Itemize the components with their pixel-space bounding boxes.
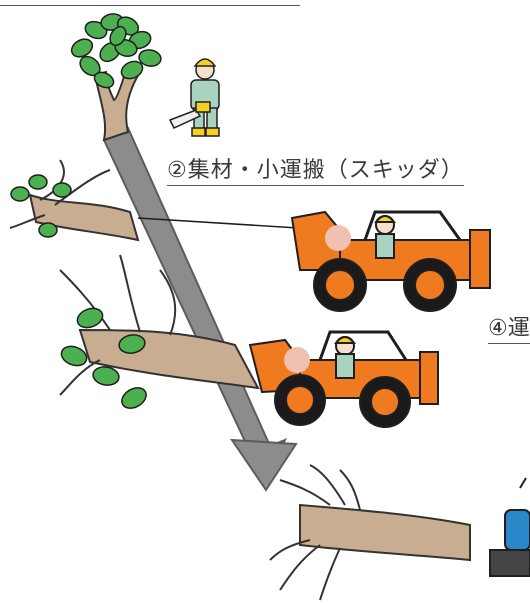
top-label-partial xyxy=(0,0,300,6)
worker-with-chainsaw-icon xyxy=(168,58,220,137)
process-arrow-icon xyxy=(102,126,298,492)
felled-tree-icon xyxy=(269,464,471,601)
felled-tree-icon xyxy=(59,254,260,409)
excavator-icon xyxy=(489,477,530,577)
skidder-icon xyxy=(248,330,439,428)
skidder-icon xyxy=(290,210,491,312)
step2-label: ②集材・小運搬（スキッダ） xyxy=(167,160,464,186)
step4-label: ④運 xyxy=(488,318,530,344)
standing-tree-icon xyxy=(70,13,162,142)
